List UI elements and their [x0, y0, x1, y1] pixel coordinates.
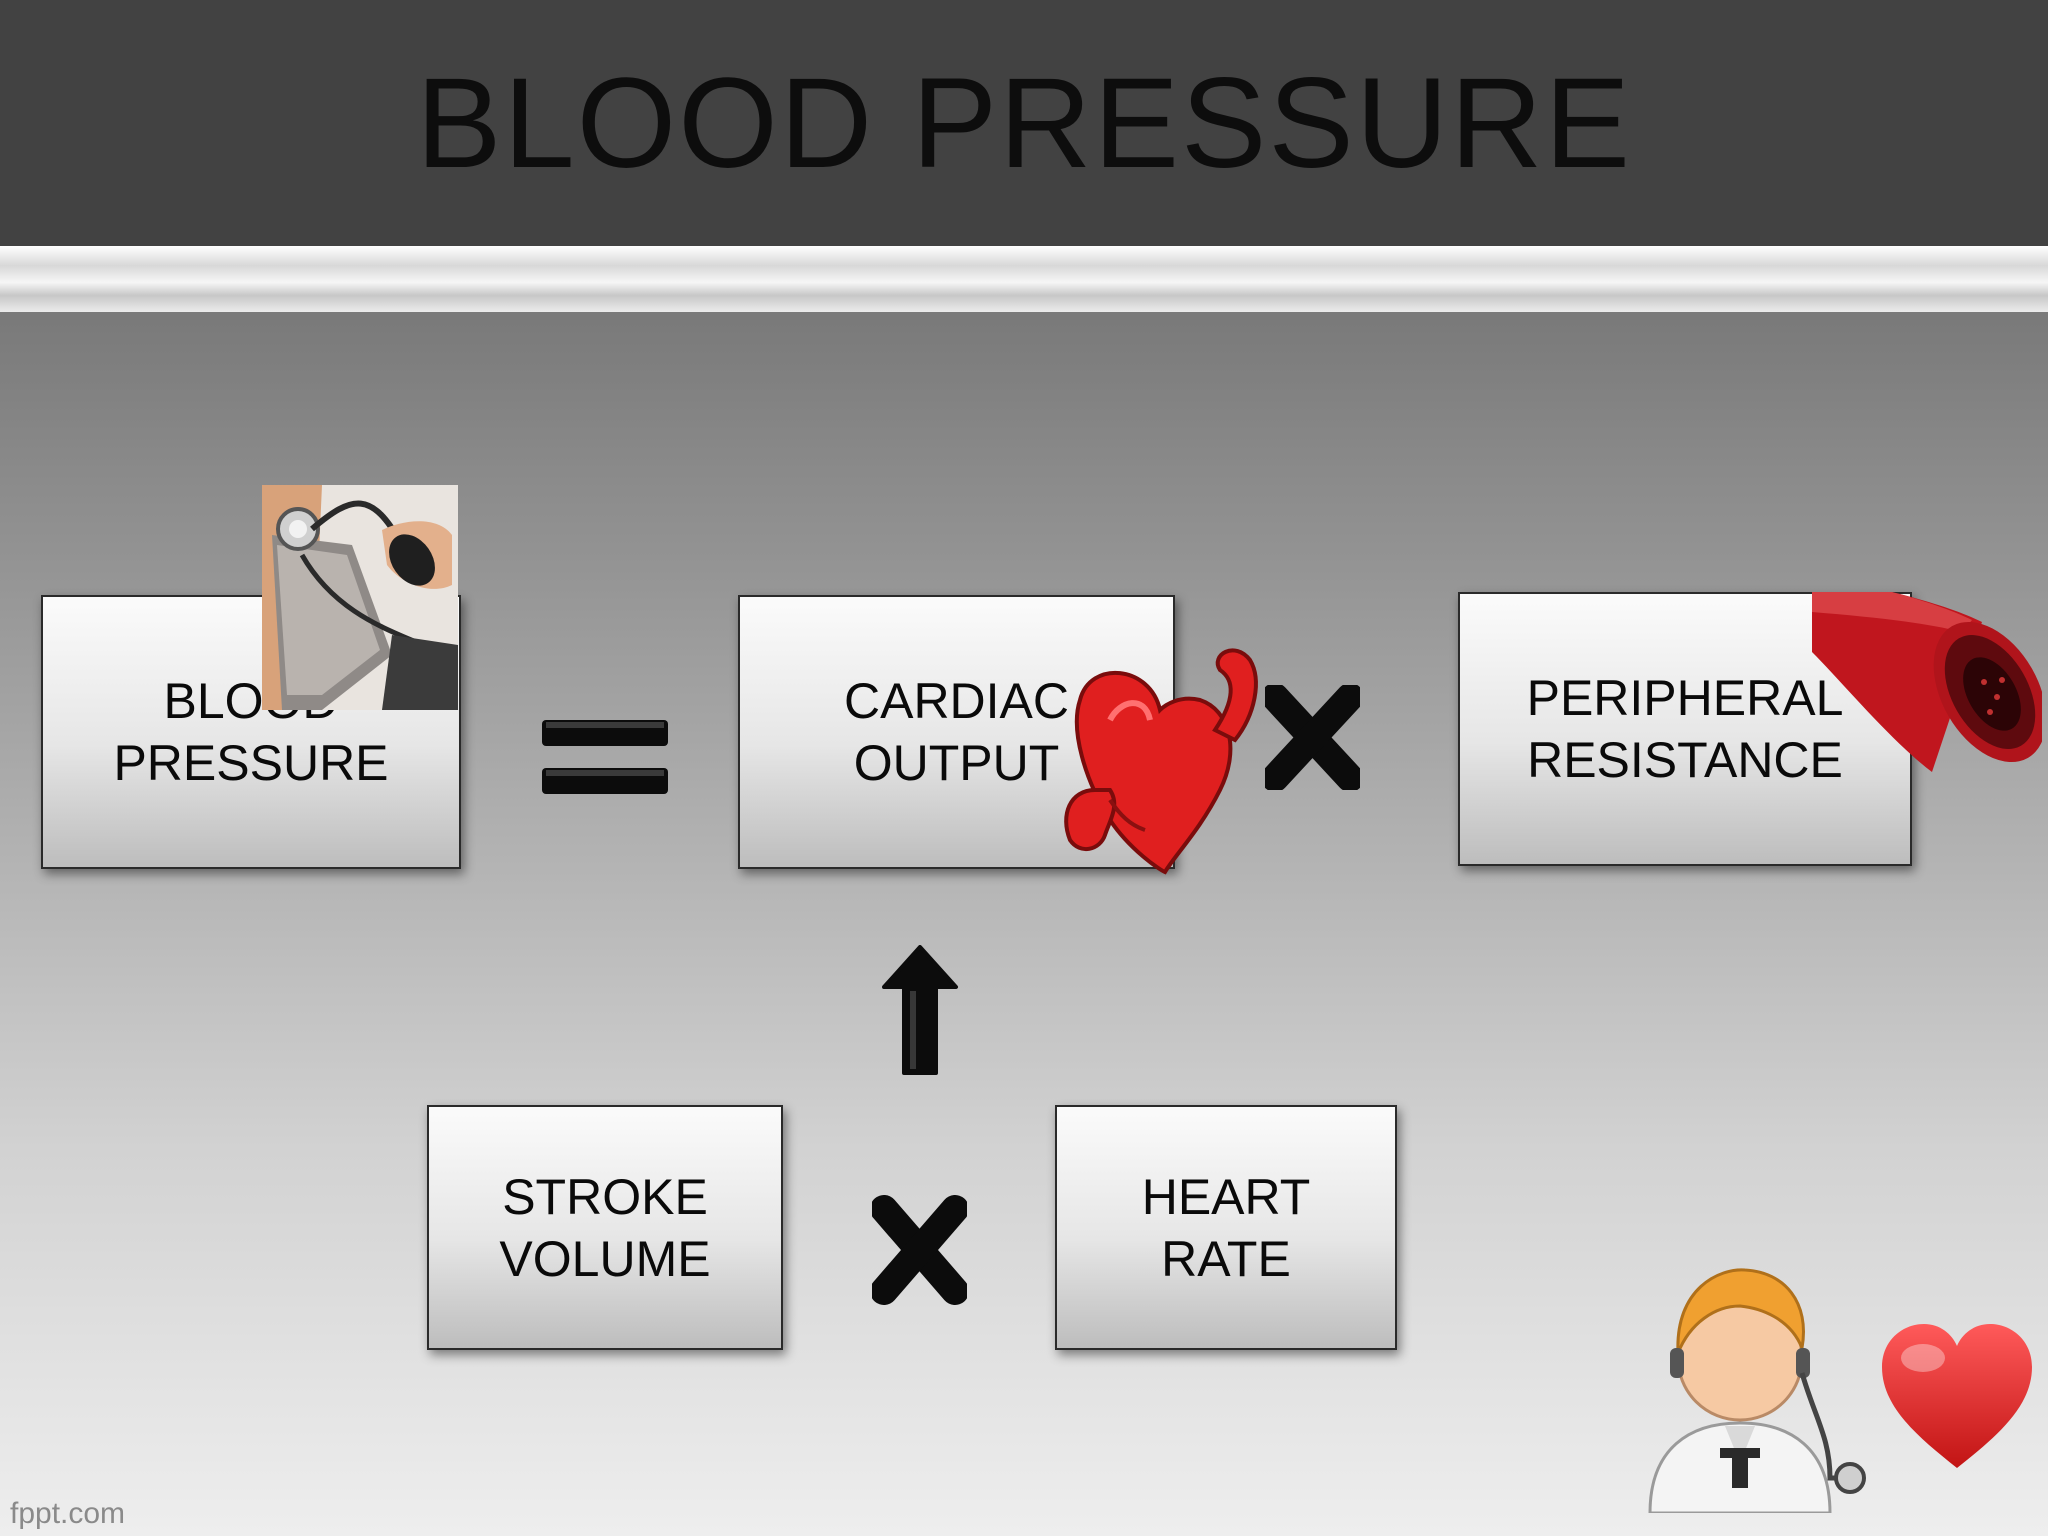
up-arrow-icon — [880, 945, 960, 1077]
heart-rate-box: HEART RATE — [1055, 1105, 1397, 1350]
title-bar — [0, 0, 2048, 246]
peripheral-resistance-label-line-1: PERIPHERAL — [1526, 670, 1844, 726]
heart-rate-label-line-2: RATE — [1161, 1230, 1291, 1287]
heart-rate-label-line-1: HEART — [1141, 1168, 1311, 1225]
muscular-heart-icon — [1050, 640, 1275, 875]
blood-pressure-cuff-icon — [262, 485, 458, 710]
blood-vessel-icon — [1812, 592, 2042, 772]
multiply-icon — [1265, 685, 1360, 790]
cardiac-output-label-line-1: CARDIAC — [843, 673, 1070, 729]
peripheral-resistance-label-line-2: RESISTANCE — [1527, 732, 1843, 788]
doctor-icon — [1630, 1248, 1870, 1513]
stroke-volume-box: STROKE VOLUME — [427, 1105, 783, 1350]
heart-icon — [1878, 1322, 2036, 1472]
multiply-icon-bottom — [872, 1195, 967, 1305]
stroke-volume-label-line-1: STROKE — [502, 1168, 708, 1225]
blood-pressure-label-line-2: PRESSURE — [113, 735, 389, 791]
header-divider-band — [0, 246, 2048, 312]
equals-icon — [540, 718, 670, 798]
stroke-volume-label-line-2: VOLUME — [499, 1230, 711, 1287]
slide-title: BLOOD PRESSURE — [416, 51, 1632, 195]
footer-watermark: fppt.com — [10, 1497, 126, 1530]
cardiac-output-label-line-2: OUTPUT — [853, 735, 1060, 791]
